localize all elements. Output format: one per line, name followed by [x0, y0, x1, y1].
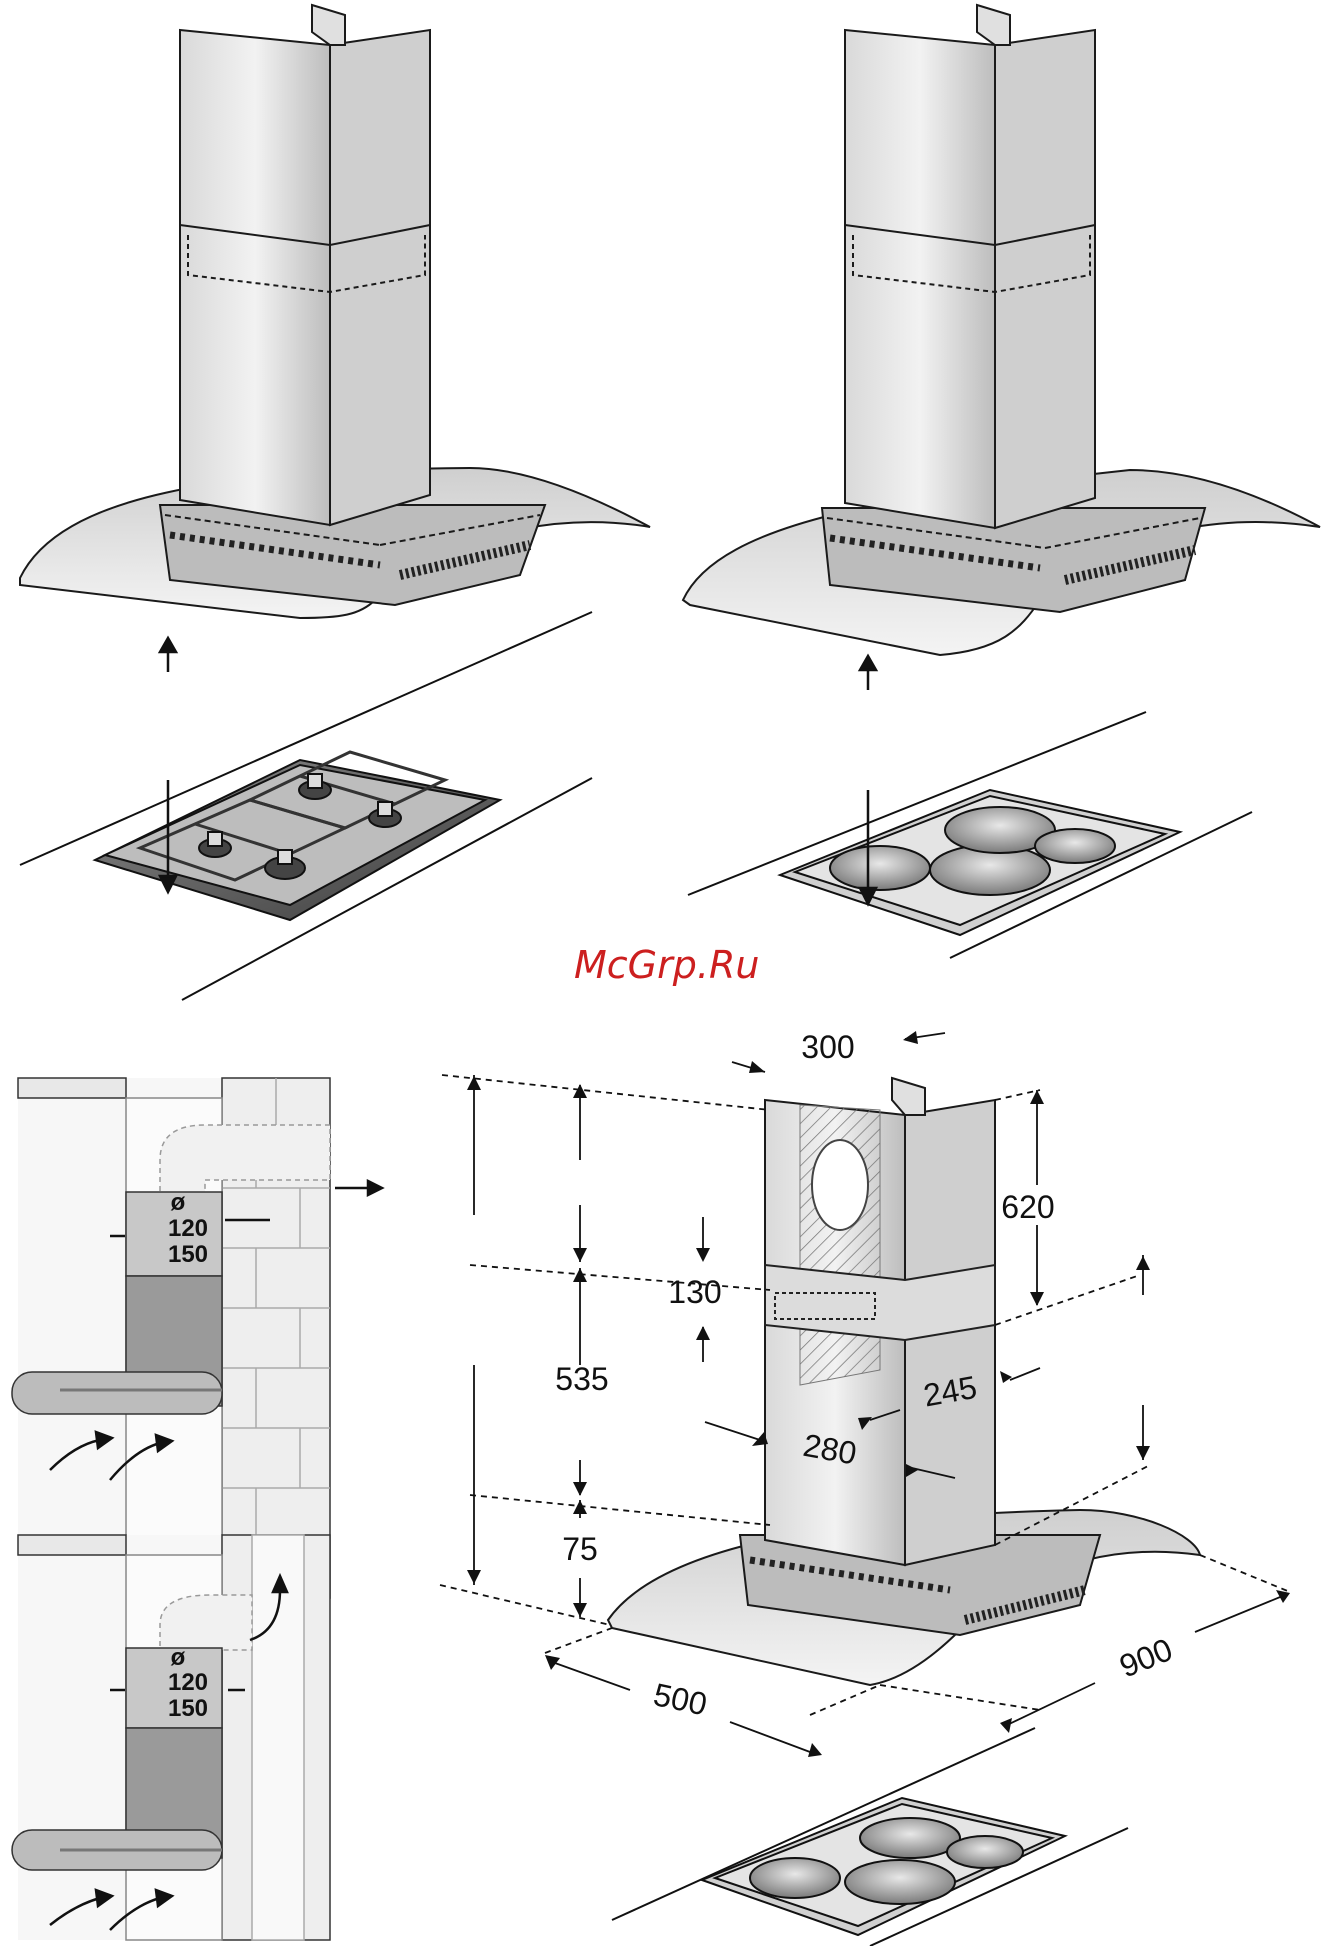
wall-section-exhaust-outside — [12, 1078, 330, 1598]
ceramic-hob-bottom — [702, 1798, 1065, 1935]
wall-section-exhaust-up — [12, 1535, 330, 1940]
chimney-inner-top — [312, 5, 345, 45]
svg-text:150: 150 — [168, 1695, 208, 1722]
watermark: McGrp.Ru — [574, 943, 759, 987]
gas-hob — [95, 752, 500, 920]
chimney-side — [995, 30, 1095, 528]
dim-130: 130 — [668, 1274, 721, 1310]
chimney-side — [330, 30, 430, 525]
ceramic-hob — [780, 790, 1180, 935]
dim-900: 900 — [1114, 1631, 1177, 1684]
svg-text:ø: ø — [171, 1644, 186, 1671]
svg-text:120: 120 — [168, 1669, 208, 1696]
duct-opening — [812, 1140, 868, 1230]
chimney-front — [845, 30, 995, 528]
svg-text:120: 120 — [168, 1215, 208, 1242]
chimney-inner-top — [977, 5, 1010, 45]
arrow-up-right — [860, 656, 876, 690]
dimensioned-hood — [608, 1078, 1200, 1685]
dim-75: 75 — [562, 1531, 598, 1567]
dim-620: 620 — [1001, 1189, 1054, 1225]
arrow-up-left — [160, 638, 176, 672]
dim-500: 500 — [650, 1676, 710, 1722]
hood-top-right — [683, 5, 1320, 655]
hood-top-left — [20, 5, 650, 618]
svg-text:150: 150 — [168, 1241, 208, 1268]
dim-300: 300 — [801, 1029, 854, 1065]
dim-535: 535 — [555, 1361, 608, 1397]
svg-text:ø: ø — [171, 1189, 186, 1216]
